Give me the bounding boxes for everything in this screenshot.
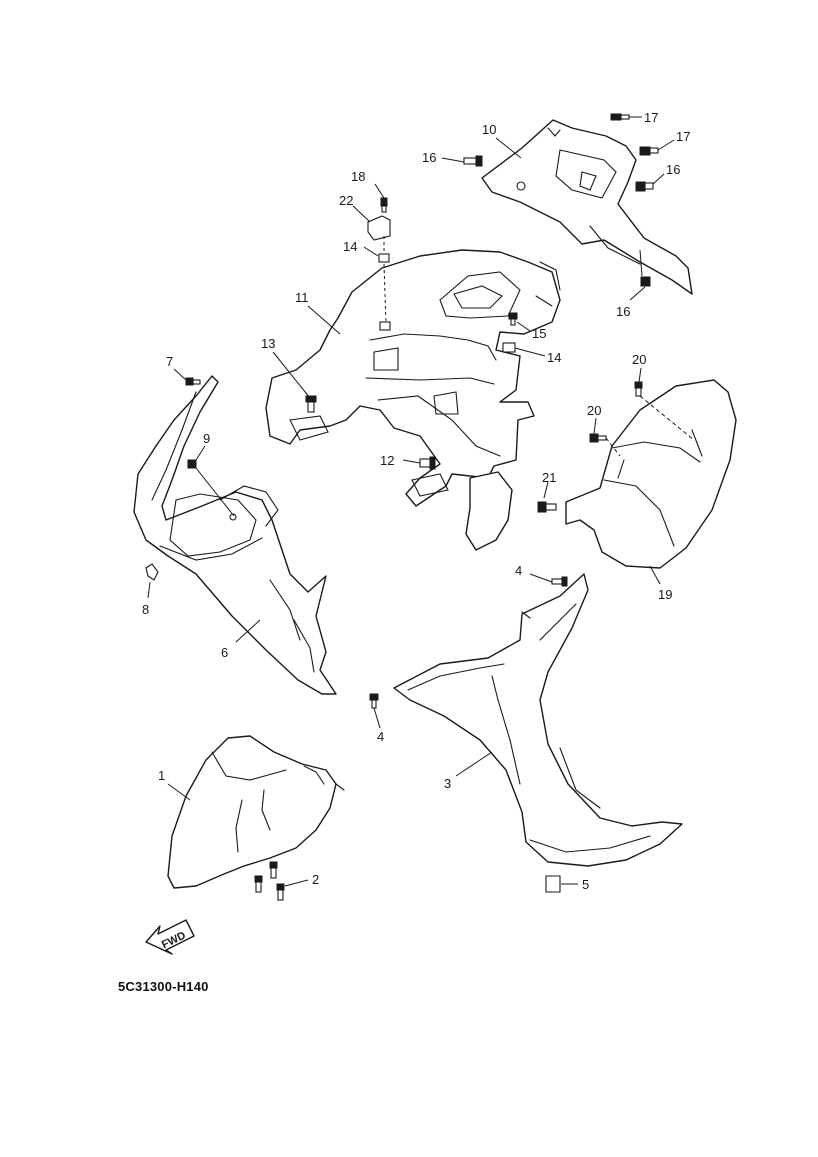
screw-4-upper bbox=[529, 573, 568, 587]
bolt-16-left bbox=[441, 155, 483, 167]
callout-4-upper: 4 bbox=[515, 563, 522, 578]
bolt-16-bottom bbox=[629, 249, 651, 301]
diagram-code: 5C31300-H140 bbox=[118, 979, 209, 994]
clip-5 bbox=[545, 875, 578, 893]
callout-1: 1 bbox=[158, 768, 165, 783]
part-10-upper-cover bbox=[481, 119, 693, 295]
callout-10: 10 bbox=[482, 122, 496, 137]
callout-15: 15 bbox=[532, 326, 546, 341]
part-6-left-panel bbox=[133, 375, 337, 695]
part-11-lower-tongue bbox=[465, 471, 513, 551]
bolt-17-top bbox=[610, 113, 642, 121]
callout-17-right: 17 bbox=[676, 129, 690, 144]
bolt-12 bbox=[402, 456, 436, 470]
callout-22: 22 bbox=[339, 193, 353, 208]
part-3-lower-right-cover bbox=[393, 573, 683, 867]
callout-7: 7 bbox=[166, 354, 173, 369]
callout-4-lower: 4 bbox=[377, 729, 384, 744]
screw-9 bbox=[187, 445, 235, 517]
clip-22 bbox=[352, 205, 391, 241]
leader-10 bbox=[495, 137, 522, 159]
bolt-21 bbox=[537, 481, 557, 513]
callout-16-right: 16 bbox=[666, 162, 680, 177]
nut-14-lower bbox=[502, 342, 546, 357]
bolt-13 bbox=[272, 351, 317, 413]
callout-2: 2 bbox=[312, 872, 319, 887]
nut-14-upper bbox=[363, 236, 391, 331]
callout-3: 3 bbox=[444, 776, 451, 791]
part-11-inner-frame bbox=[265, 249, 561, 507]
callout-21: 21 bbox=[542, 470, 556, 485]
bolt-16-right bbox=[635, 173, 665, 192]
screw-15 bbox=[508, 312, 531, 332]
callout-14-upper: 14 bbox=[343, 239, 357, 254]
callout-16-bottom: 16 bbox=[616, 304, 630, 319]
callout-18: 18 bbox=[351, 169, 365, 184]
screw-20-top bbox=[634, 367, 695, 441]
callout-8: 8 bbox=[142, 602, 149, 617]
screw-7 bbox=[173, 368, 201, 386]
screws-2 bbox=[254, 861, 309, 901]
callout-19: 19 bbox=[658, 587, 672, 602]
leader-11 bbox=[307, 305, 341, 335]
leader-1 bbox=[167, 783, 191, 801]
leader-19 bbox=[649, 565, 661, 585]
leader-6 bbox=[235, 619, 261, 643]
fwd-arrow-icon: FWD bbox=[145, 919, 195, 955]
callout-17-top: 17 bbox=[644, 110, 658, 125]
part-19-right-piece bbox=[565, 379, 737, 569]
callout-13: 13 bbox=[261, 336, 275, 351]
clip-8 bbox=[145, 563, 159, 599]
callout-6: 6 bbox=[221, 645, 228, 660]
screw-20-left bbox=[589, 417, 621, 457]
callout-5: 5 bbox=[582, 877, 589, 892]
screw-18 bbox=[374, 183, 388, 213]
leader-3 bbox=[455, 751, 493, 777]
callout-9: 9 bbox=[203, 431, 210, 446]
callout-14-lower: 14 bbox=[547, 350, 561, 365]
callout-20-left: 20 bbox=[587, 403, 601, 418]
screw-4-lower bbox=[369, 693, 381, 729]
bolt-17-right bbox=[639, 139, 675, 156]
callout-12: 12 bbox=[380, 453, 394, 468]
callout-11: 11 bbox=[295, 290, 309, 305]
callout-16-left: 16 bbox=[422, 150, 436, 165]
part-1-front-fender bbox=[167, 735, 345, 889]
callout-20-top: 20 bbox=[632, 352, 646, 367]
